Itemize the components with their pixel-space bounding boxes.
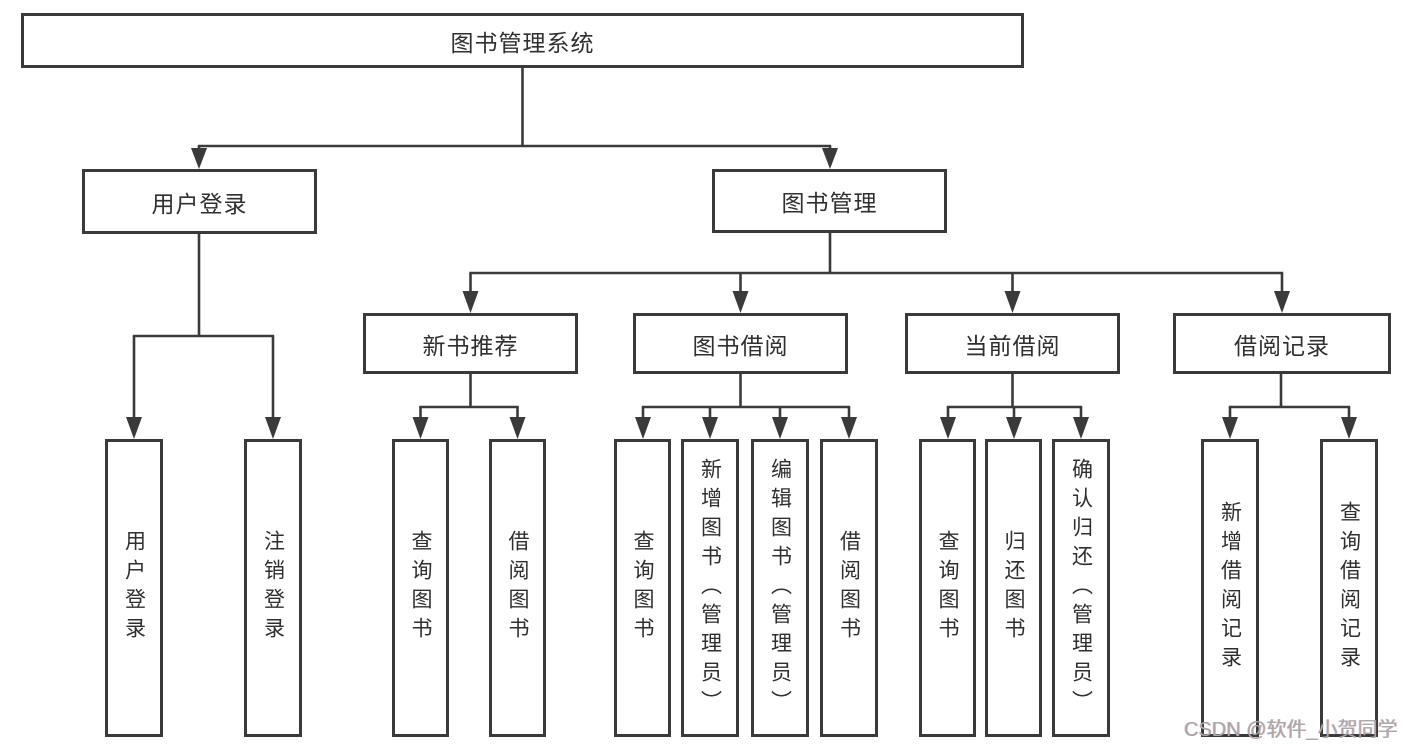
arrow-down-icon bbox=[732, 291, 749, 313]
node-borrow-records: 借阅记录 bbox=[1173, 313, 1391, 374]
node-current-borrow: 当前借阅 bbox=[905, 313, 1120, 374]
leaf-logout-label: 注销登录 bbox=[261, 530, 285, 646]
node-book-borrow: 图书借阅 bbox=[633, 313, 848, 374]
leaf-borrow-books-recommend: 借阅图书 bbox=[489, 439, 546, 737]
csdn-watermark: CSDN @软件_小贺同学 bbox=[1184, 719, 1398, 741]
node-new-book-recommend: 新书推荐 bbox=[363, 313, 578, 374]
leaf-confirm-return-admin: 确认归还（管理员） bbox=[1052, 439, 1110, 737]
arrow-down-icon bbox=[412, 417, 429, 439]
node-borrow-records-label: 借阅记录 bbox=[1234, 332, 1330, 359]
arrow-down-icon bbox=[1004, 291, 1021, 313]
leaf-query-books-current: 查询图书 bbox=[919, 439, 976, 737]
arrow-heads bbox=[126, 148, 1357, 439]
leaf-query-books-recommend: 查询图书 bbox=[392, 439, 449, 737]
leaf-add-borrow-record: 新增借阅记录 bbox=[1201, 439, 1259, 737]
leaf-edit-book-admin: 编辑图书（管理员） bbox=[751, 439, 809, 737]
arrow-down-icon bbox=[841, 417, 857, 439]
leaf-query-books-borrow-label: 查询图书 bbox=[631, 530, 654, 646]
leaf-add-borrow-record-label: 新增借阅记录 bbox=[1218, 501, 1242, 675]
leaf-confirm-return-admin-label: 确认归还（管理员） bbox=[1069, 457, 1093, 719]
leaf-return-book-label: 归还图书 bbox=[1002, 530, 1025, 646]
leaf-edit-book-admin-label: 编辑图书（管理员） bbox=[768, 457, 792, 719]
arrow-down-icon bbox=[509, 417, 526, 439]
leaf-borrow-books: 借阅图书 bbox=[820, 439, 878, 737]
node-new-book-recommend-label: 新书推荐 bbox=[422, 332, 519, 359]
arrow-down-icon bbox=[635, 417, 651, 439]
node-user-login-label: 用户登录 bbox=[151, 190, 248, 217]
node-book-borrow-label: 图书借阅 bbox=[692, 332, 789, 359]
leaf-logout: 注销登录 bbox=[244, 439, 302, 737]
arrow-down-icon bbox=[1222, 417, 1238, 439]
leaf-borrow-books-label: 借阅图书 bbox=[837, 530, 861, 646]
node-user-login: 用户登录 bbox=[82, 169, 317, 234]
arrow-down-icon bbox=[702, 417, 718, 439]
node-current-borrow-label: 当前借阅 bbox=[964, 332, 1061, 359]
arrow-down-icon bbox=[1341, 417, 1357, 439]
leaf-user-login-label: 用户登录 bbox=[122, 530, 146, 646]
node-book-management: 图书管理 bbox=[712, 169, 947, 233]
leaf-borrow-books-recommend-label: 借阅图书 bbox=[506, 530, 529, 646]
leaf-query-borrow-record-label: 查询借阅记录 bbox=[1337, 501, 1361, 675]
arrow-down-icon bbox=[772, 417, 788, 439]
arrow-down-icon bbox=[265, 417, 281, 439]
arrow-down-icon bbox=[940, 417, 956, 439]
arrow-down-icon bbox=[1274, 291, 1290, 313]
arrow-down-icon bbox=[822, 148, 838, 169]
arrow-down-icon bbox=[126, 417, 142, 439]
node-root-label: 图书管理系统 bbox=[450, 29, 595, 56]
leaf-query-books-current-label: 查询图书 bbox=[936, 530, 959, 646]
leaf-user-login: 用户登录 bbox=[105, 439, 163, 737]
arrow-down-icon bbox=[191, 148, 207, 169]
leaf-query-borrow-record: 查询借阅记录 bbox=[1320, 439, 1378, 737]
node-root: 图书管理系统 bbox=[21, 13, 1024, 68]
node-book-management-label: 图书管理 bbox=[781, 190, 878, 216]
arrow-down-icon bbox=[1006, 417, 1022, 439]
leaf-query-books-borrow: 查询图书 bbox=[614, 439, 671, 737]
arrow-down-icon bbox=[462, 291, 479, 313]
leaf-query-books-recommend-label: 查询图书 bbox=[409, 530, 432, 646]
leaf-add-book-admin: 新增图书（管理员） bbox=[681, 439, 739, 737]
leaf-add-book-admin-label: 新增图书（管理员） bbox=[698, 457, 722, 719]
leaf-return-book: 归还图书 bbox=[985, 439, 1042, 737]
arrow-down-icon bbox=[1073, 417, 1089, 439]
